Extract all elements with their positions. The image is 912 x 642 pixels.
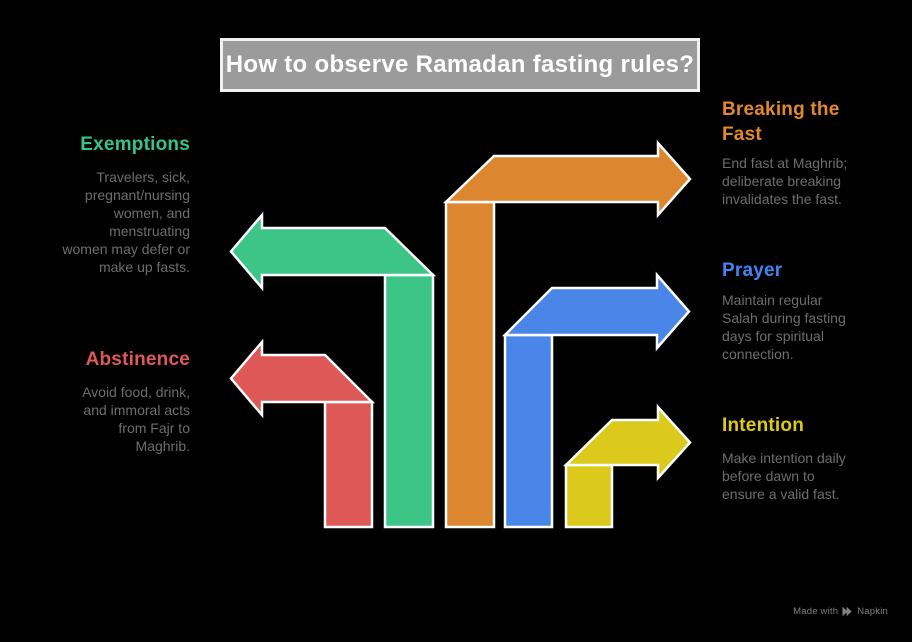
description-line: menstruating <box>109 223 190 239</box>
section-intention: Intention Make intention daily before daw… <box>722 414 872 503</box>
brand-label: Napkin <box>857 606 888 617</box>
section-description-abstinence: Avoid food, drink, and immoral acts from F… <box>48 383 190 455</box>
section-abstinence: Abstinence Avoid food, drink, and immoral… <box>48 348 190 455</box>
section-breaking-the-fast: Breaking the Fast End fast at Maghrib; de… <box>722 97 862 208</box>
abstinence-arrow <box>229 338 376 529</box>
section-description-breaking-the-fast: End fast at Maghrib; deliberate breaking i… <box>722 154 862 208</box>
breaking-the-fast-arrow-bar <box>444 200 496 529</box>
description-line: women may defer or <box>62 241 190 257</box>
section-heading-breaking-the-fast: Breaking the Fast <box>722 99 840 145</box>
description-line: Maintain regular <box>722 292 823 308</box>
prayer-arrow-shaft <box>501 271 691 352</box>
description-line: connection. <box>722 346 794 362</box>
section-exemptions: Exemptions Travelers, sick, pregnant/nurs… <box>48 133 190 276</box>
title-box: How to observe Ramadan fasting rules? <box>220 38 700 92</box>
description-line: Make intention daily <box>722 450 846 466</box>
description-line: End fast at Maghrib; <box>722 155 848 171</box>
page-title: How to observe Ramadan fasting rules? <box>225 51 695 78</box>
section-heading-exemptions: Exemptions <box>80 134 190 155</box>
exemptions-arrow-bar <box>383 273 435 529</box>
description-line: deliberate breaking <box>722 173 842 189</box>
description-line: invalidates the fast. <box>722 191 842 207</box>
description-line: Maghrib. <box>135 438 190 454</box>
made-with-napkin-watermark[interactable]: Made with Napkin <box>793 606 888 617</box>
description-line: Salah during fasting <box>722 310 846 326</box>
section-description-exemptions: Travelers, sick, pregnant/nursing women, a… <box>48 168 190 276</box>
exemptions-arrow <box>229 211 437 529</box>
abstinence-arrow-shaft <box>229 338 376 419</box>
prayer-arrow <box>501 271 691 529</box>
section-heading-intention: Intention <box>722 415 805 436</box>
description-line: make up fasts. <box>98 259 190 275</box>
description-line: Travelers, sick, <box>96 169 190 185</box>
description-line: and immoral acts <box>83 402 190 418</box>
intention-arrow <box>562 403 692 529</box>
abstinence-arrow-bar <box>323 400 374 529</box>
napkin-logo-icon <box>842 606 852 617</box>
intention-arrow-bar <box>564 463 614 529</box>
breaking-the-fast-arrow-shaft <box>442 139 692 219</box>
description-line: days for spiritual <box>722 328 824 344</box>
breaking-the-fast-arrow <box>442 139 692 529</box>
description-line: Avoid food, drink, <box>82 384 190 400</box>
made-with-label: Made with <box>793 606 839 617</box>
exemptions-arrow-shaft <box>229 211 437 292</box>
section-description-intention: Make intention daily before dawn to ensure… <box>722 449 872 503</box>
description-line: pregnant/nursing <box>84 187 190 203</box>
section-heading-abstinence: Abstinence <box>85 349 190 370</box>
description-line: ensure a valid fast. <box>722 486 840 502</box>
prayer-arrow-bar <box>503 333 554 529</box>
intention-arrow-shaft <box>562 403 692 482</box>
description-line: women, and <box>113 205 190 221</box>
section-heading-prayer: Prayer <box>722 260 783 281</box>
description-line: before dawn to <box>722 468 815 484</box>
description-line: from Fajr to <box>118 420 190 436</box>
